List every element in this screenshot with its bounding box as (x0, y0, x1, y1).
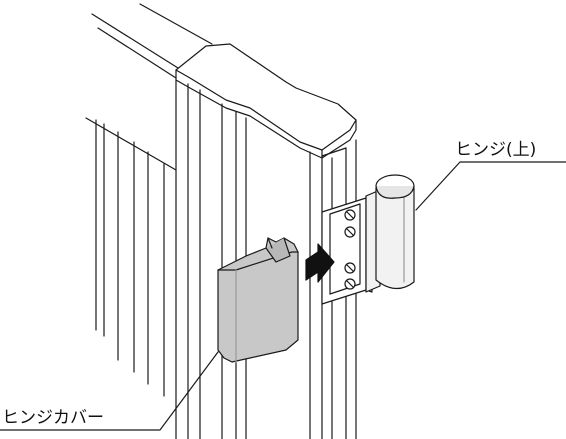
hinge-upper-label: ヒンジ(上) (455, 140, 537, 160)
hinge-cover (217, 237, 299, 363)
hinge-leader-line (415, 161, 566, 211)
post-top-cap (175, 43, 357, 159)
hinge-mount-plate (321, 197, 373, 305)
gate-infill-slats (85, 117, 177, 397)
gate-top-rail (91, 3, 213, 79)
cover-leader-line (0, 351, 219, 431)
leader-lines (0, 161, 566, 431)
upper-hinge (365, 174, 415, 293)
hinge-cover-label: ヒンジカバー (2, 408, 104, 428)
insertion-arrow (305, 243, 335, 283)
